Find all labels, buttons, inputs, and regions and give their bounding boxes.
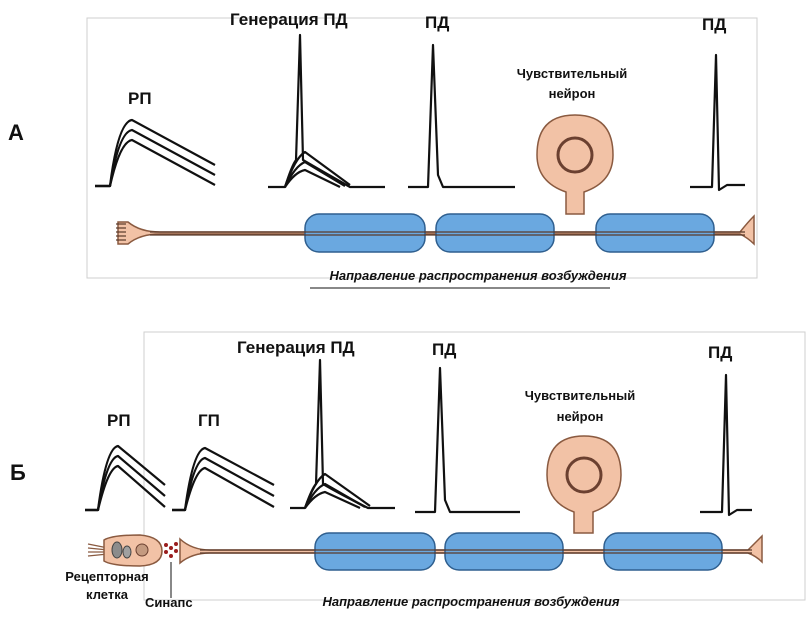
panel-a-letter: А (8, 120, 24, 145)
panel-a-pd1-trace (408, 43, 515, 189)
panel-a-rp-traces (95, 118, 216, 188)
panel-b-pd1-trace (415, 366, 520, 514)
panel-a-myelin-1 (304, 213, 426, 253)
panel-a-myelin-3 (595, 213, 715, 253)
rp-trace-3 (95, 138, 216, 188)
panel-b-myelin-1 (314, 532, 436, 571)
panel-a-axon-body (117, 214, 755, 246)
panel-a-frame (86, 17, 758, 279)
panel-b-rp-label: РП (107, 411, 131, 430)
receptor-organelle-2 (122, 545, 132, 559)
b-gen-pd-sub-3 (304, 490, 361, 510)
panel-b-neuron-label-2: нейрон (557, 409, 604, 424)
receptor-nucleus (135, 543, 149, 557)
panel-a-myelin-2 (435, 213, 555, 253)
panel-a-pd2-label: ПД (702, 15, 726, 34)
panel-a-receptor-ending (116, 223, 126, 241)
panel-b-frame (143, 331, 806, 601)
panel-b-neuron-label-1: Чувствительный (525, 388, 635, 403)
panel-b-gen-pd-label: Генерация ПД (237, 338, 355, 357)
panel-b-gp-traces (172, 446, 275, 512)
panel-b-myelin-3 (603, 532, 723, 571)
panel-a-neuron-label-2: нейрон (549, 86, 596, 101)
panel-b-letter: Б (10, 460, 26, 485)
b-rp-trace-2 (85, 454, 166, 512)
panel-b-pd1-label: ПД (432, 340, 456, 359)
panel-b-direction: Направление распространения возбуждения (322, 594, 619, 609)
panel-b-myelin-2 (444, 532, 564, 571)
panel-b-pd2-label: ПД (708, 343, 732, 362)
b-rp-trace-3 (85, 464, 166, 512)
panel-a-axon (116, 114, 755, 253)
panel-a-neuron-label-1: Чувствительный (517, 66, 627, 81)
panel-b-receptor-cell (87, 534, 163, 567)
panel-b: Б РП ГП Генерация ПД ПД ПД Чувствительны… (10, 331, 806, 610)
b-rp-trace-1 (85, 444, 166, 512)
synapse-label: Синапс (145, 595, 193, 610)
panel-b-axon (179, 435, 763, 571)
panel-a-rp-label: РП (128, 89, 152, 108)
gen-pd-sub-3 (284, 168, 341, 188)
panel-b-neuron-nucleus (565, 456, 603, 494)
b-gp-trace-3 (172, 466, 275, 512)
receptor-label-1: Рецепторная (65, 569, 148, 584)
gen-pd-spike (268, 33, 385, 189)
panel-b-gen-pd-traces (290, 358, 395, 510)
panel-a-pd1-label: ПД (425, 13, 449, 32)
panel-a-gen-pd-traces (268, 33, 385, 189)
synapse-vesicles (164, 542, 178, 558)
panel-b-pd2-trace (700, 373, 752, 517)
panel-a: А РП Генерация ПД ПД ПД Чувствительный н… (8, 10, 758, 289)
panel-b-gp-label: ГП (198, 411, 220, 430)
panel-a-gen-pd-label: Генерация ПД (230, 10, 348, 29)
panel-a-direction: Направление распространения возбуждения (329, 268, 626, 283)
receptor-label-2: клетка (86, 587, 129, 602)
panel-a-pd2-trace (690, 53, 745, 192)
panel-a-neuron-nucleus (556, 136, 594, 174)
panel-b-rp-traces (85, 444, 166, 512)
receptor-organelle-1 (111, 541, 123, 559)
